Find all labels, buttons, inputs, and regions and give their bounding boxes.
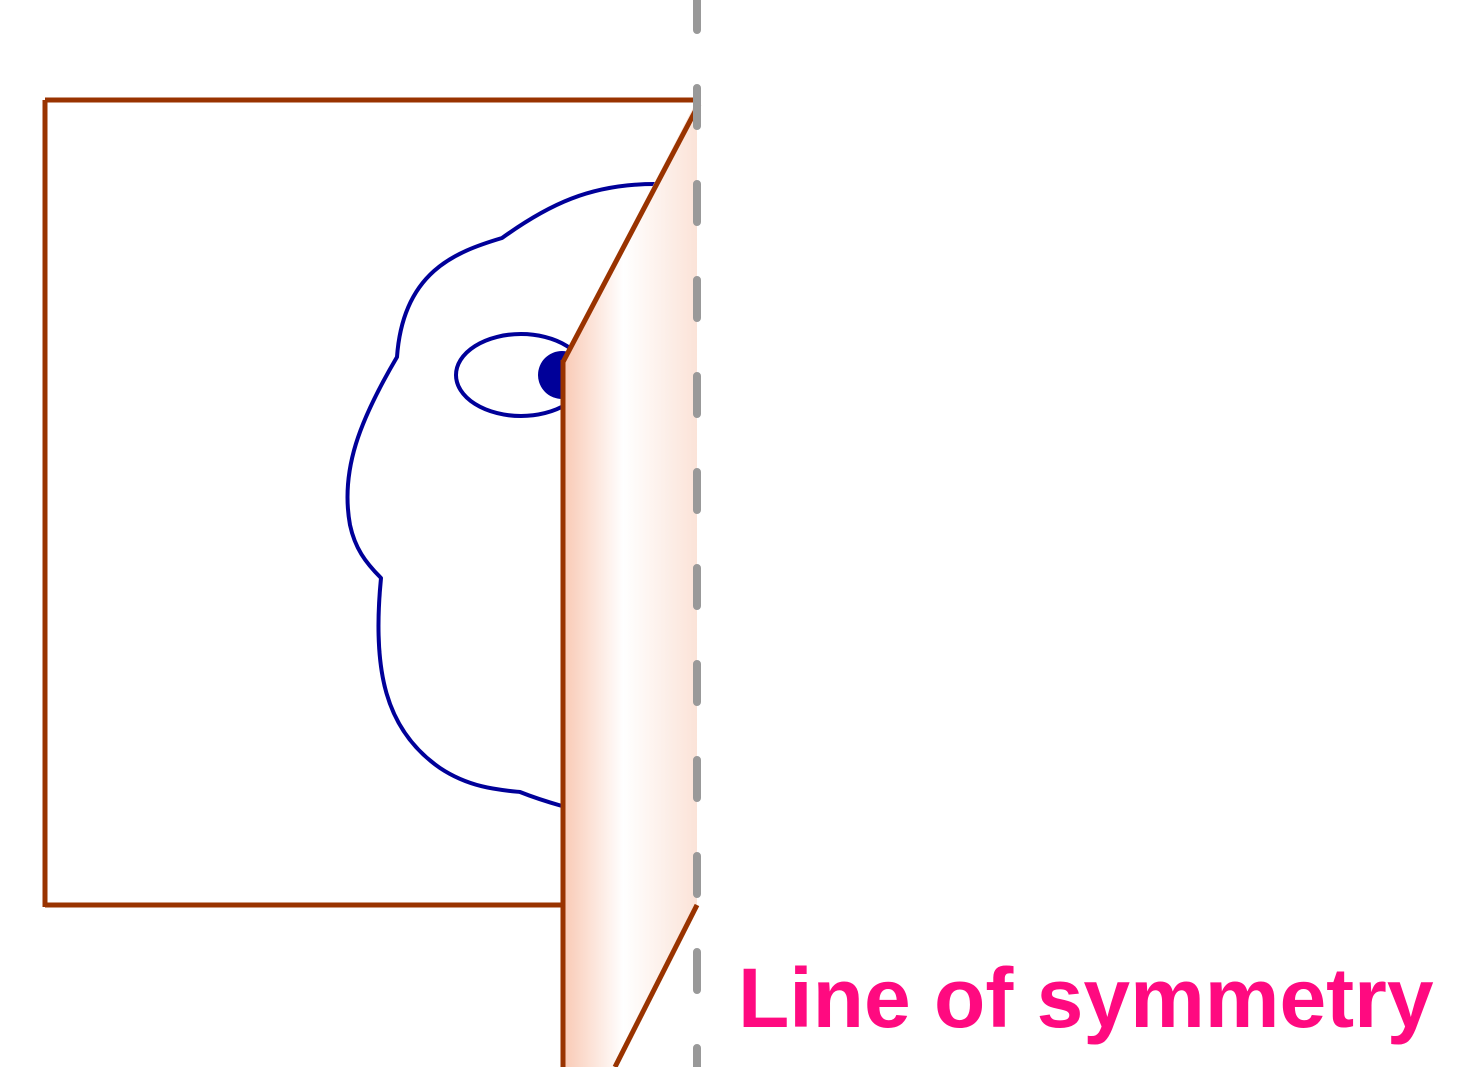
fold-flap-fill	[563, 100, 697, 1067]
paper-fold-icon	[560, 100, 702, 1067]
fold-diagonal-bottom	[612, 903, 700, 1067]
fold-diagonal-top	[560, 102, 702, 364]
face-outline	[345, 182, 657, 808]
caption-line-of-symmetry: Line of symmetry	[738, 951, 1434, 1045]
